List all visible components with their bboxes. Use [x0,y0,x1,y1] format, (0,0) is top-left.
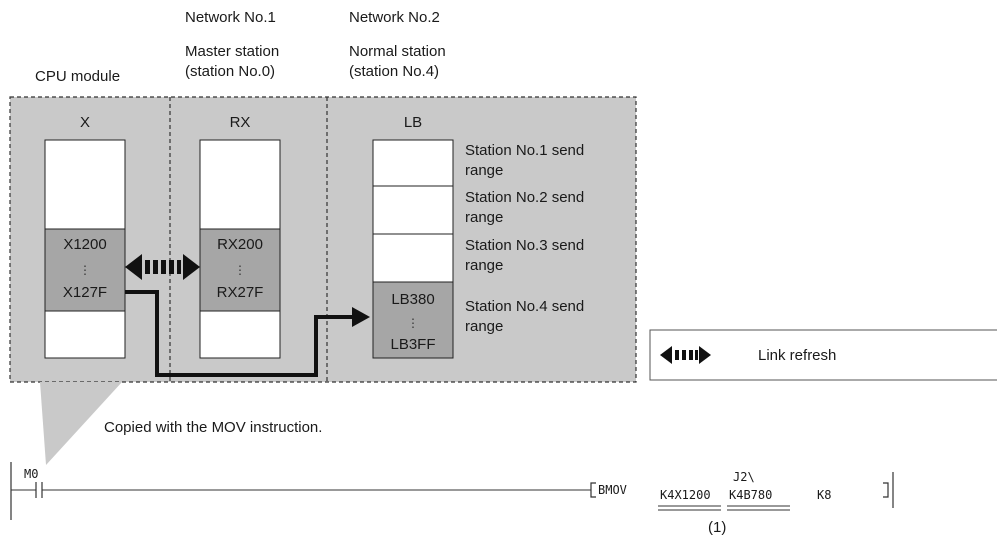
legend-link-refresh-icon [660,346,711,364]
ladder-rung [10,462,894,520]
operand-k4x1200: K4X1200 [660,488,711,502]
operand-k4b780: K4B780 [729,488,773,502]
x-start-label: X1200 [63,236,107,253]
footnote-1: (1) [708,519,727,536]
lb-end-label: LB3FF [390,336,436,353]
instruction-bmov: BMOV [598,483,627,497]
rx-start-label: RX200 [217,236,263,253]
normal-station-label: Normal station [349,43,446,60]
rx-ellipsis: ⋮ [234,263,246,277]
x-highlight-range [44,228,126,312]
x-end-label: X127F [62,284,108,301]
link-refresh-arrow [125,254,200,280]
instruction-left-bracket [590,482,596,498]
network2-label: Network No.2 [349,9,440,26]
contact-m0-label: M0 [24,467,39,481]
lb-start-label: LB380 [391,291,435,308]
rx-end-label: RX27F [216,284,264,301]
master-station-number: (station No.0) [185,63,276,80]
lb-ellipsis: ⋮ [407,316,419,330]
rx-column-title: RX [229,114,251,131]
lb-column-title: LB [403,114,423,131]
mov-copy-arrowhead [352,307,370,327]
master-station-label: Master station [185,43,280,60]
rx-highlight-range [199,228,281,312]
callout-wedge [40,382,122,465]
operand-j2-prefix: J2\ [733,470,755,484]
operand-k8: K8 [817,488,832,502]
lb-highlight-range [372,281,454,359]
x-column-title: X [79,114,90,131]
cpu-module-label: CPU module [35,68,121,85]
mov-copy-note: Copied with the MOV instruction. [104,419,323,436]
legend-link-refresh-label: Link refresh [758,347,837,364]
x-ellipsis: ⋮ [79,263,91,277]
normal-station-number: (station No.4) [349,63,440,80]
mov-copy-path [125,290,355,377]
network1-label: Network No.1 [185,9,276,26]
instruction-right-bracket [883,482,889,498]
